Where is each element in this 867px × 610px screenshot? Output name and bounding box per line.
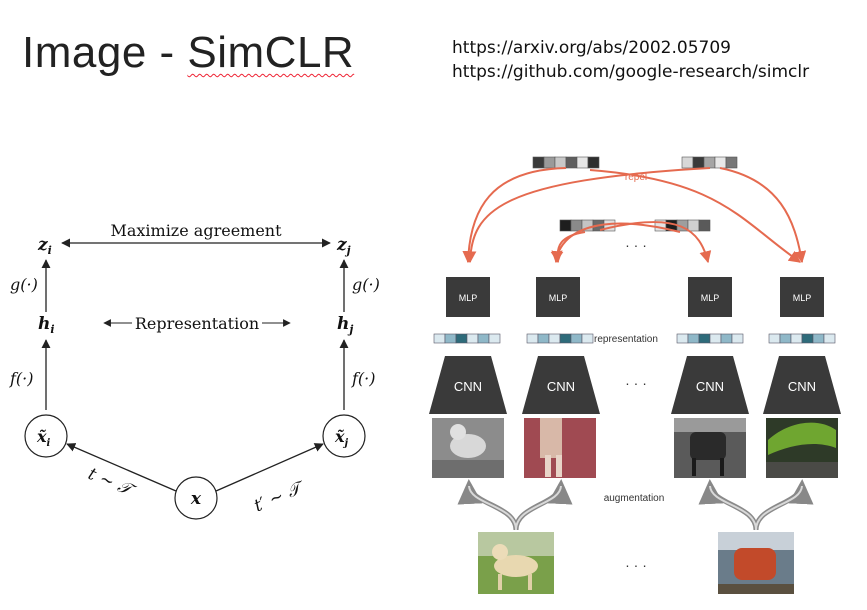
x-label: x — [190, 489, 202, 509]
rep-strip-3 — [676, 333, 744, 344]
augmented-image-chair-gray — [674, 418, 746, 478]
g-right-label: g(·) — [352, 275, 380, 294]
augmented-image-chair-green — [766, 418, 838, 478]
augmentation-arrows-right — [698, 479, 814, 531]
cnn-label: CNN — [454, 379, 482, 394]
t-right-arrow — [215, 443, 324, 492]
x-tilde-j-label: x̃j — [334, 427, 349, 449]
arxiv-link[interactable]: https://arxiv.org/abs/2002.05709 — [452, 38, 731, 58]
rep-strip-2 — [526, 333, 594, 344]
mlp-label: MLP — [701, 293, 720, 303]
g-left-label: g(·) — [10, 275, 38, 294]
mlp-label: MLP — [793, 293, 812, 303]
ellipsis-bottom: · · · — [625, 557, 647, 573]
t-left-label: t ∼ 𝒯 — [85, 464, 139, 502]
augmented-image-dog-crop-red — [524, 418, 596, 478]
rep-strip-4 — [768, 333, 836, 344]
mlp-label: MLP — [459, 293, 478, 303]
source-image-chair — [718, 532, 794, 594]
cnn-label: CNN — [788, 379, 816, 394]
left-diagram: Maximize agreement zi zj g(·) g(·) hi hj… — [9, 221, 380, 520]
f-right-label: f(·) — [351, 369, 376, 388]
mlp-block-1: MLP — [446, 277, 490, 317]
repel-arcs — [462, 167, 807, 264]
augmented-image-dog-gray — [432, 418, 504, 478]
slide-title: Image - SimCLR — [22, 28, 354, 78]
cnn-block-1: CNN — [429, 356, 507, 414]
x-node — [174, 476, 218, 520]
embedding-strip-top-right — [681, 156, 738, 169]
right-diagram: repel · · · — [429, 156, 841, 594]
h-i-label: hi — [38, 314, 55, 336]
h-j-label: hj — [337, 314, 353, 336]
cnn-label: CNN — [696, 379, 724, 394]
representation-strip-label: representation — [594, 334, 658, 345]
x-tilde-i-node — [24, 414, 68, 458]
z-j-label: zj — [336, 235, 351, 257]
mlp-block-2: MLP — [536, 277, 580, 317]
embedding-strip-top-left — [532, 156, 600, 169]
ellipsis-mid: · · · — [625, 375, 647, 391]
cnn-block-2: CNN — [522, 356, 600, 414]
cnn-label: CNN — [547, 379, 575, 394]
title-word: SimCLR — [187, 28, 355, 77]
title-prefix: Image - — [22, 28, 188, 77]
source-image-dog — [478, 532, 554, 594]
mlp-label: MLP — [549, 293, 568, 303]
z-i-label: zi — [37, 235, 52, 257]
augmentation-arrows-inner — [468, 485, 803, 531]
representation-label: Representation — [135, 314, 259, 333]
x-tilde-i-label: x̃i — [36, 427, 51, 449]
x-tilde-j-node — [322, 414, 366, 458]
t-left-arrow — [66, 443, 177, 492]
t-right-label: t′ ∼ 𝒯 — [251, 477, 308, 516]
f-left-label: f(·) — [9, 369, 34, 388]
rep-strip-1 — [433, 333, 501, 344]
cnn-block-3: CNN — [671, 356, 749, 414]
maximize-agreement-label: Maximize agreement — [110, 221, 282, 240]
ellipsis-top: · · · — [625, 237, 647, 253]
mlp-block-3: MLP — [688, 277, 732, 317]
augmentation-label: augmentation — [604, 493, 665, 504]
mlp-block-4: MLP — [780, 277, 824, 317]
github-link[interactable]: https://github.com/google-research/simcl… — [452, 62, 810, 82]
repel-label: repel — [625, 172, 647, 183]
cnn-block-4: CNN — [763, 356, 841, 414]
